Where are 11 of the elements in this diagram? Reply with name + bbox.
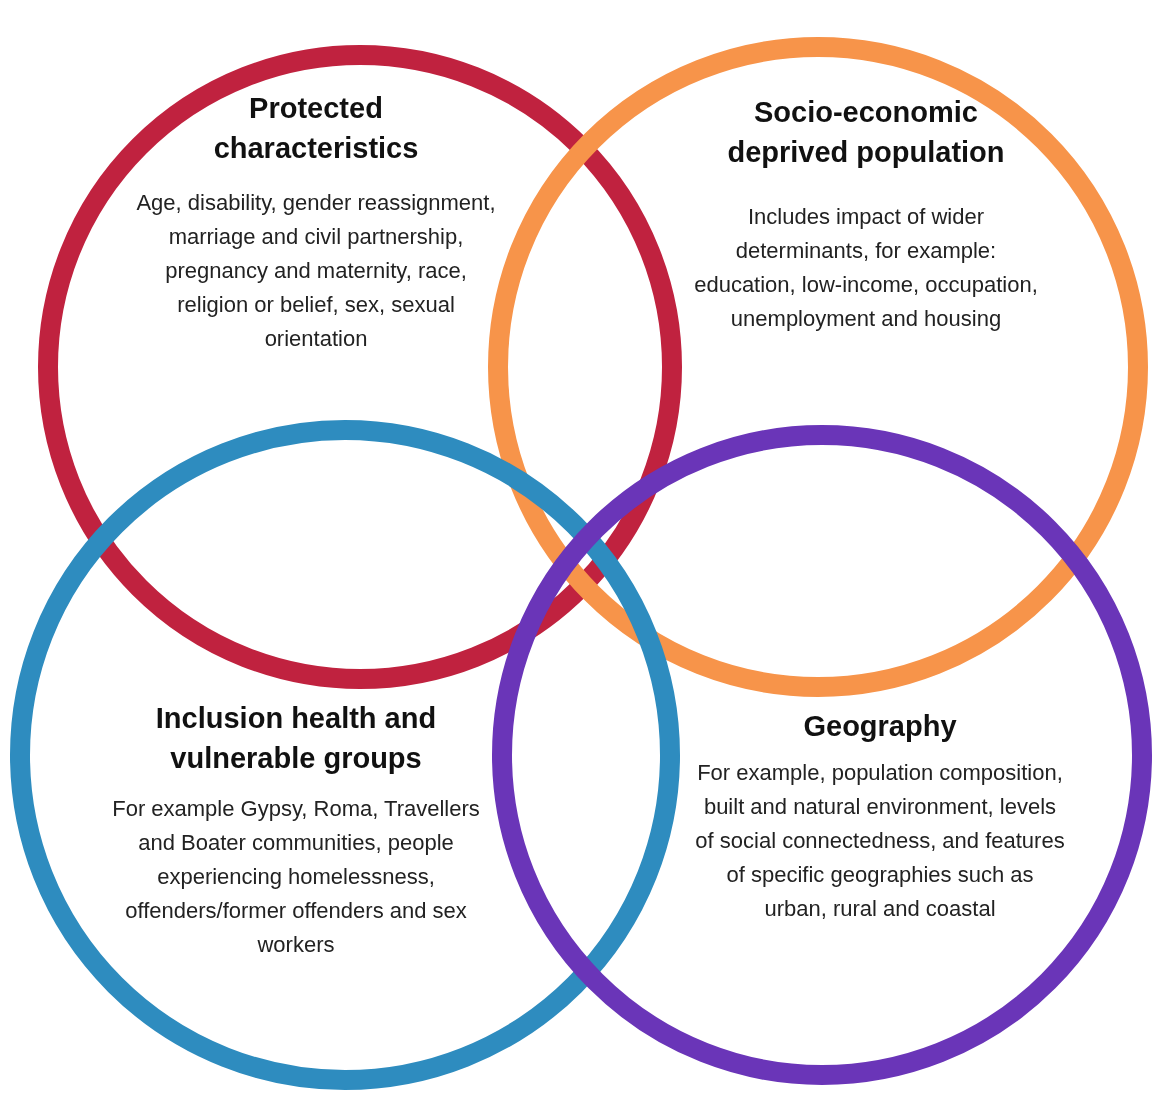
venn-circle [38, 45, 682, 689]
circle-description: Includes impact of wider determinants, for example: education, low-income, occupation, unemployment and housing [693, 203, 1039, 333]
circle-heading: Inclusion health and vulnerable groups [154, 701, 438, 776]
circle-description: Age, disability, gender reassignment, marriage and civil partnership, pregnancy and maternity, race, religion or belief, sex, sexual orientation [136, 189, 496, 353]
circle-description: For example Gypsy, Roma, Travellers and Boater communities, people experiencing homelessness, offenders/former offenders and sex workers [111, 795, 481, 959]
circle-description: For example, population composition, built and natural environment, levels of social connectedness, and features of specific geographies such as urban, rural and coastal [695, 759, 1065, 923]
venn-circle [10, 420, 680, 1090]
circle-heading: Protected characteristics [212, 91, 420, 166]
circle-heading: Geography [802, 709, 958, 744]
circle-heading: Socio-economic deprived population [726, 95, 1006, 170]
venn-circle [492, 425, 1152, 1085]
